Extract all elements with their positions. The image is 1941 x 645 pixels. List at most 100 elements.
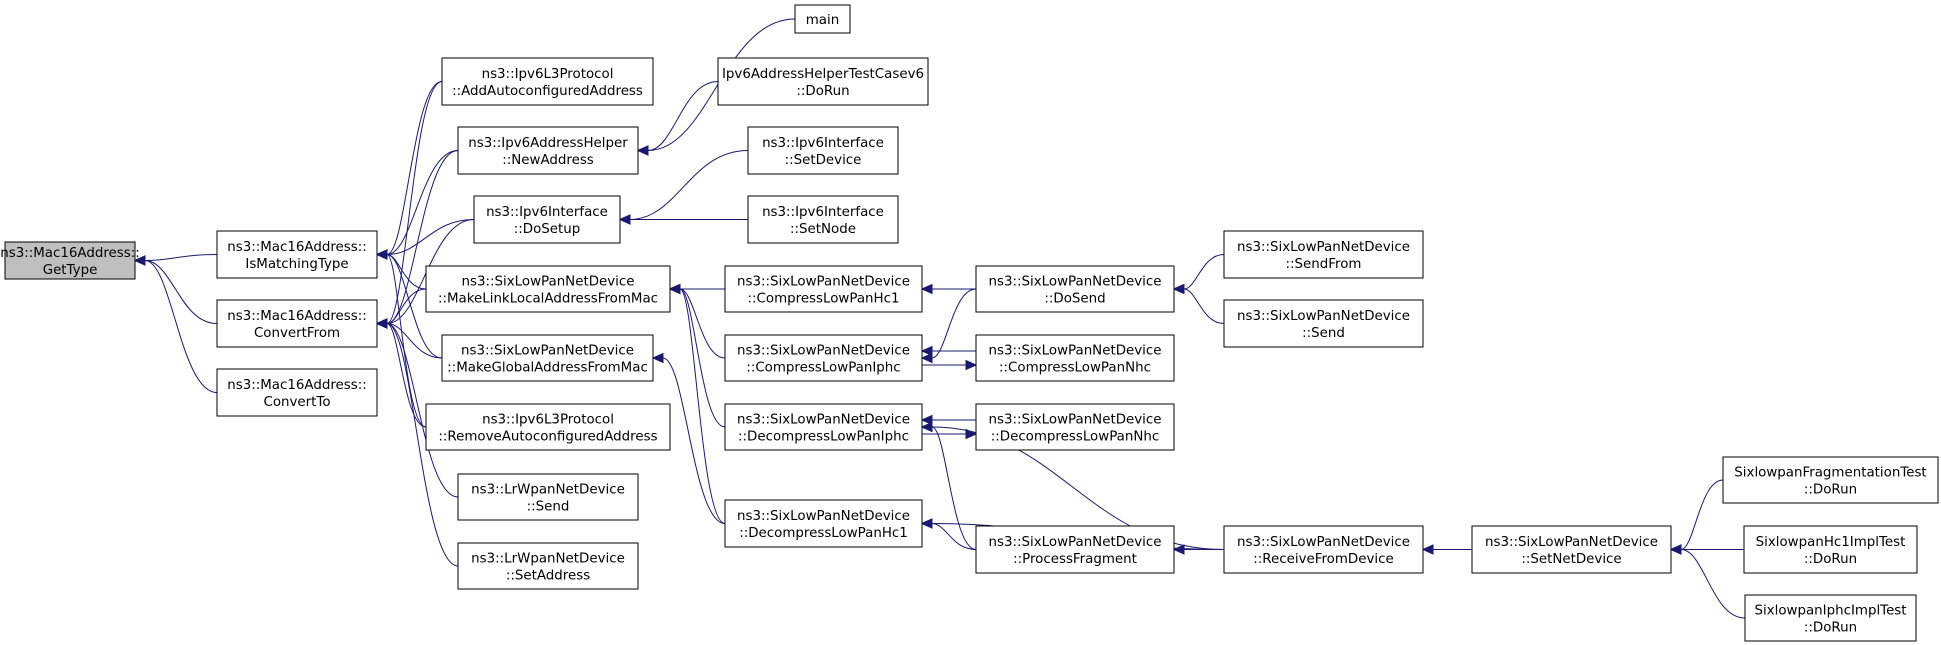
function-node[interactable]: ns3::Ipv6AddressHelper::NewAddress xyxy=(457,126,639,175)
function-node[interactable]: ns3::SixLowPanNetDevice::ProcessFragment xyxy=(975,525,1175,574)
function-node-label: ns3::Mac16Address:: xyxy=(227,309,367,324)
function-node[interactable]: ns3::SixLowPanNetDevice::DoSend xyxy=(975,265,1175,313)
call-edge xyxy=(375,318,459,567)
function-node-label: ns3::LrWpanNetDevice xyxy=(471,552,625,567)
function-node-box xyxy=(1471,525,1672,574)
function-node[interactable]: ns3::SixLowPanNetDevice::CompressLowPanI… xyxy=(724,334,923,382)
function-node-label: ::DoRun xyxy=(1804,552,1857,567)
function-node-box xyxy=(1223,230,1424,279)
function-node-box xyxy=(425,403,671,451)
function-node-box xyxy=(724,499,923,548)
call-edge xyxy=(375,249,427,428)
call-edge-line xyxy=(386,254,427,290)
function-node[interactable]: SixlowpanHc1ImplTest::DoRun xyxy=(1743,525,1918,574)
function-node[interactable]: ns3::SixLowPanNetDevice::MakeLinkLocalAd… xyxy=(425,265,671,313)
function-node[interactable]: ns3::Ipv6Interface::SetNode xyxy=(747,195,899,244)
function-node[interactable]: ns3::Ipv6Interface::SetDevice xyxy=(747,126,899,175)
function-node-box xyxy=(724,265,923,313)
function-node-label: ::DecompressLowPanIphc xyxy=(738,430,909,445)
function-node[interactable]: ns3::Ipv6L3Protocol::RemoveAutoconfigure… xyxy=(425,403,671,451)
function-node[interactable]: SixlowpanIphcImplTest::DoRun xyxy=(1744,594,1917,642)
function-node-box xyxy=(1722,456,1939,504)
function-node-label: ::DoRun xyxy=(796,84,849,99)
function-node-box xyxy=(717,57,929,106)
call-edge-line xyxy=(679,288,726,428)
function-node[interactable]: ns3::SixLowPanNetDevice::Send xyxy=(1223,299,1424,348)
function-node[interactable]: ns3::Mac16Address::GetType xyxy=(0,241,140,280)
function-node-label: ::CompressLowPanNhc xyxy=(999,361,1151,376)
arrow-head-icon xyxy=(920,352,933,364)
call-edge-line xyxy=(386,81,443,255)
arrow-head-icon xyxy=(618,214,631,225)
function-node-label: ns3::LrWpanNetDevice xyxy=(471,483,625,498)
function-node[interactable]: ns3::Mac16Address::ConvertTo xyxy=(216,368,378,417)
function-node-label: ::ProcessFragment xyxy=(1013,552,1137,567)
function-node-label: ::CompressLowPanHc1 xyxy=(748,292,900,307)
function-node-label: ::DecompressLowPanHc1 xyxy=(739,526,908,541)
function-node-label: ::SendFrom xyxy=(1286,257,1362,272)
call-edge-line xyxy=(386,323,459,567)
function-node[interactable]: SixlowpanFragmentationTest::DoRun xyxy=(1722,456,1939,504)
function-node-label: GetType xyxy=(43,263,98,278)
arrow-head-icon xyxy=(636,145,649,156)
call-edge xyxy=(1669,479,1724,555)
function-node-box xyxy=(441,57,654,106)
function-node-label: ::SetNode xyxy=(790,222,856,237)
function-node-label: ::AddAutoconfiguredAddress xyxy=(452,84,643,99)
function-node-label: ns3::SixLowPanNetDevice xyxy=(737,344,910,359)
function-node[interactable]: ns3::Ipv6Interface::DoSetup xyxy=(473,195,621,244)
call-edge-line xyxy=(386,219,475,255)
function-node-label: ns3::Ipv6Interface xyxy=(762,205,884,220)
function-node-label: ::SetAddress xyxy=(506,569,590,584)
function-node[interactable]: main xyxy=(794,4,851,34)
function-node[interactable]: ns3::Mac16Address::IsMatchingType xyxy=(216,230,378,279)
function-node-box xyxy=(457,126,639,175)
function-node-box xyxy=(425,265,671,313)
function-node-box xyxy=(975,403,1175,451)
function-node-label: ConvertFrom xyxy=(254,326,340,341)
function-node-label: ::DecompressLowPanNhc xyxy=(991,430,1159,445)
function-node[interactable]: ns3::SixLowPanNetDevice::DecompressLowPa… xyxy=(724,403,923,451)
function-node[interactable]: ns3::LrWpanNetDevice::SetAddress xyxy=(457,542,639,590)
call-edge-line xyxy=(386,254,443,359)
call-edge xyxy=(133,255,218,393)
call-edge-line xyxy=(679,288,726,524)
function-node-box xyxy=(4,241,136,280)
function-node-label: IsMatchingType xyxy=(245,257,348,272)
function-node-label: ns3::SixLowPanNetDevice xyxy=(737,275,910,290)
function-node[interactable]: ns3::LrWpanNetDevice::Send xyxy=(457,473,639,521)
call-edge xyxy=(920,288,977,364)
function-node[interactable]: ns3::SixLowPanNetDevice::DecompressLowPa… xyxy=(724,499,923,548)
function-node-label: main xyxy=(806,13,839,28)
call-edge xyxy=(668,283,726,359)
function-node-label: SixlowpanIphcImplTest xyxy=(1754,604,1906,619)
function-node-label: ::NewAddress xyxy=(502,153,594,168)
arrow-head-icon xyxy=(965,359,978,371)
function-node[interactable]: ns3::Mac16Address::ConvertFrom xyxy=(216,299,378,348)
function-node-label: ns3::SixLowPanNetDevice xyxy=(737,509,910,524)
function-node-label: ns3::SixLowPanNetDevice xyxy=(989,275,1162,290)
function-node-label: Ipv6AddressHelperTestCasev6 xyxy=(722,67,924,82)
function-node[interactable]: ns3::SixLowPanNetDevice::CompressLowPanH… xyxy=(724,265,923,313)
function-node-label: ::DoSend xyxy=(1044,292,1105,307)
call-edge-line xyxy=(386,81,443,324)
function-node[interactable]: ns3::Ipv6L3Protocol::AddAutoconfiguredAd… xyxy=(441,57,654,106)
call-edge xyxy=(1669,544,1746,619)
function-node-label: ::ReceiveFromDevice xyxy=(1253,552,1393,567)
call-edge-line xyxy=(386,288,427,324)
function-node[interactable]: ns3::SixLowPanNetDevice::SetNetDevice xyxy=(1471,525,1672,574)
arrow-head-icon xyxy=(375,249,388,260)
function-node[interactable]: Ipv6AddressHelperTestCasev6::DoRun xyxy=(717,57,929,106)
function-node-label: ns3::SixLowPanNetDevice xyxy=(1237,309,1410,324)
function-node-box xyxy=(975,525,1175,574)
function-node[interactable]: ns3::SixLowPanNetDevice::CompressLowPanN… xyxy=(975,334,1175,382)
function-node[interactable]: ns3::SixLowPanNetDevice::DecompressLowPa… xyxy=(975,403,1175,451)
function-node-box xyxy=(216,230,378,279)
call-edge-line xyxy=(629,150,749,220)
function-node-box xyxy=(975,265,1175,313)
function-node[interactable]: ns3::SixLowPanNetDevice::MakeGlobalAddre… xyxy=(441,334,654,382)
function-node[interactable]: ns3::SixLowPanNetDevice::ReceiveFromDevi… xyxy=(1223,525,1424,574)
arrow-head-icon xyxy=(375,318,388,329)
function-node-label: ns3::Ipv6L3Protocol xyxy=(482,413,614,428)
function-node[interactable]: ns3::SixLowPanNetDevice::SendFrom xyxy=(1223,230,1424,279)
